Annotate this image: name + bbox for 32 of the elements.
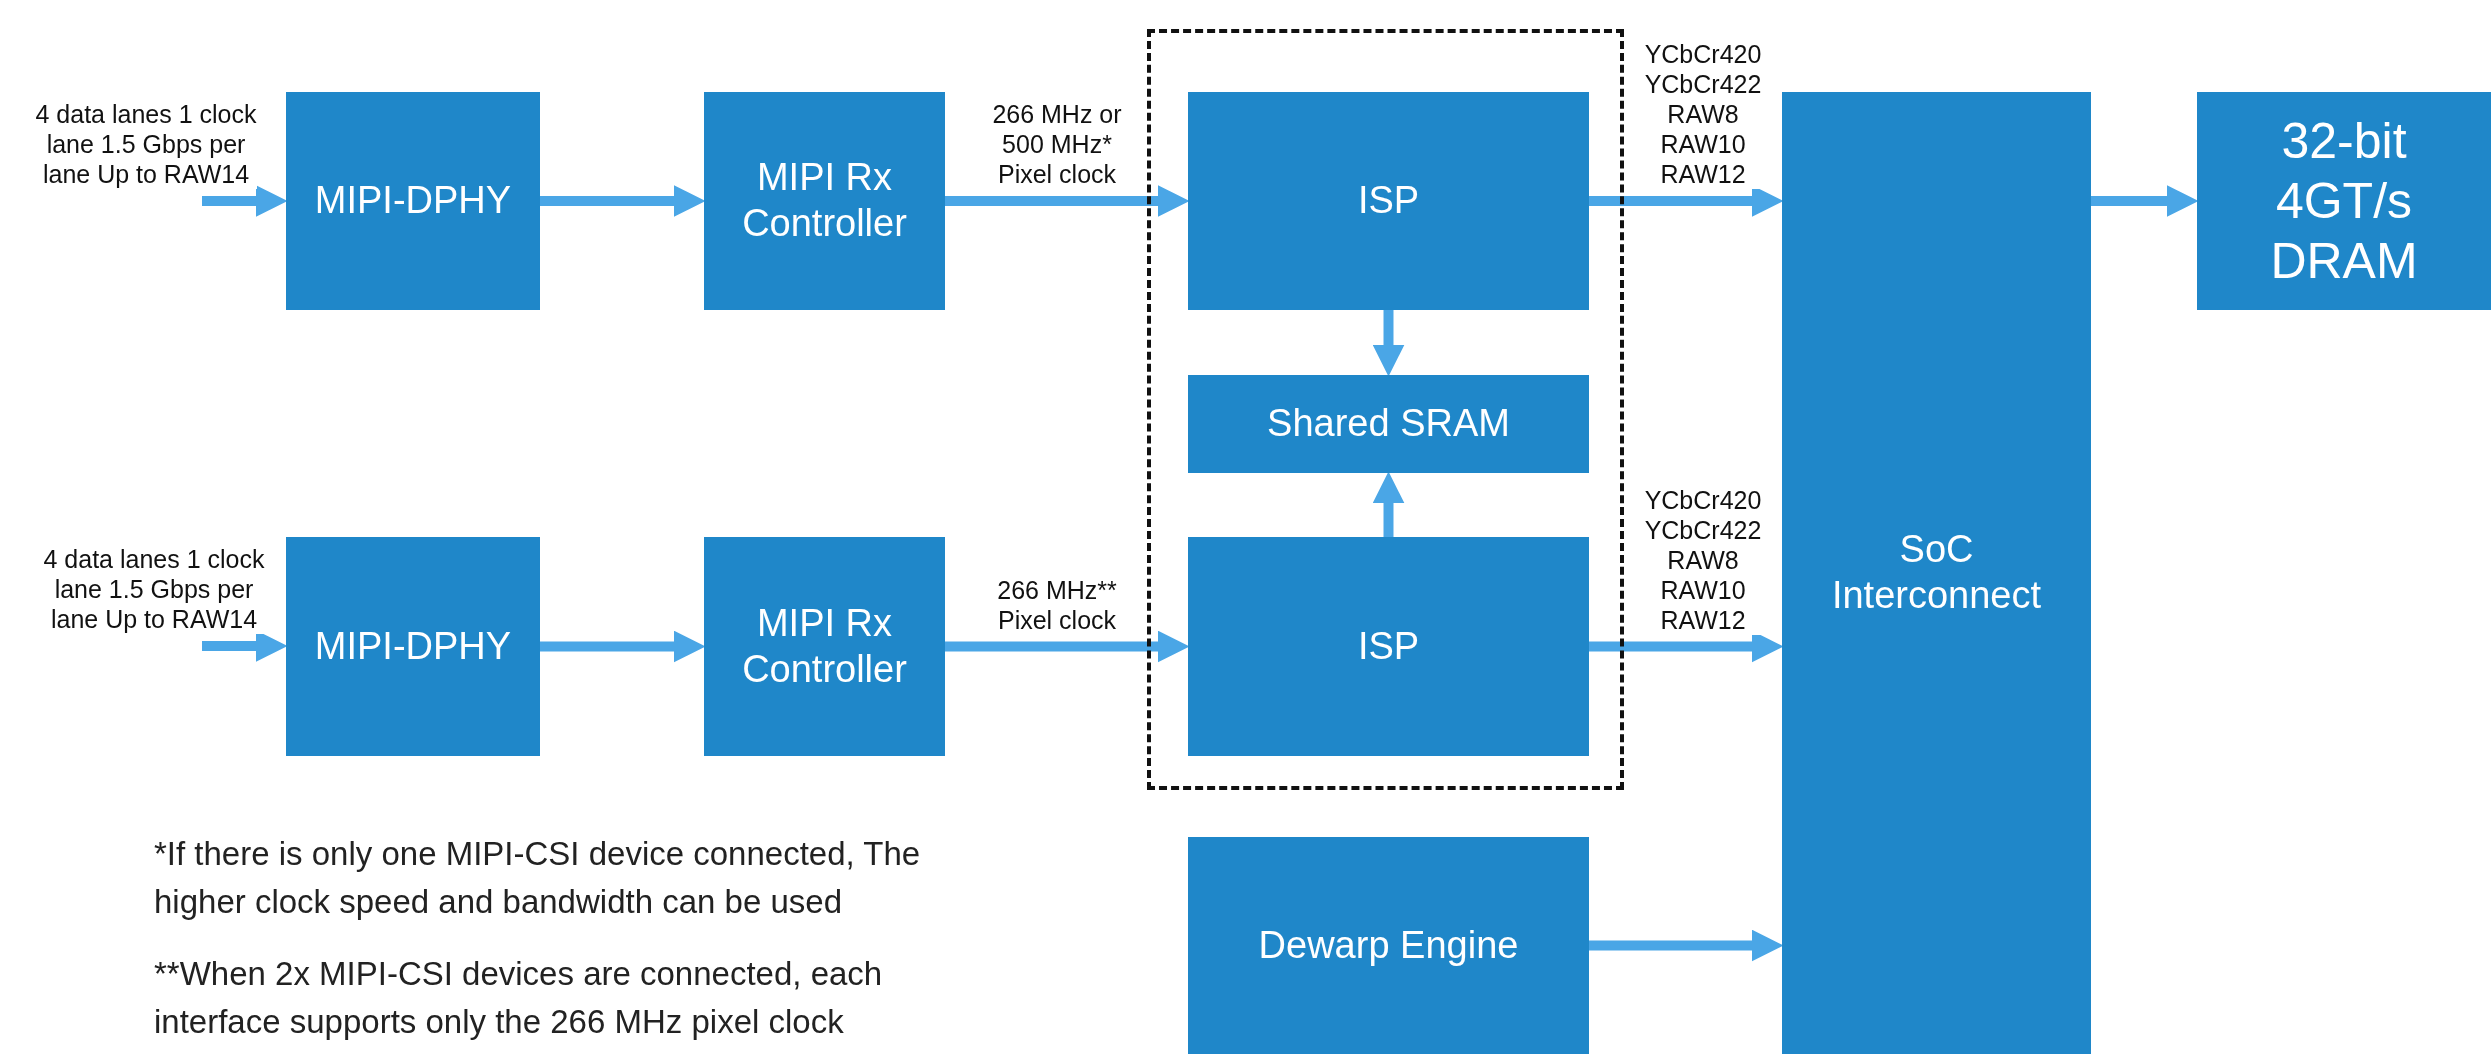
node-label: ISP (1357, 623, 1420, 669)
process-box (1188, 837, 1589, 1054)
arrow (1372, 471, 1405, 537)
footnote: *If there is only one MIPI-CSI device connected, The higher clock speed and bandwidth can be used (154, 834, 922, 922)
node-label: Shared SRAM (1267, 401, 1510, 447)
node-label: MIPI Rx Controller (741, 155, 908, 246)
process-box (1188, 537, 1589, 756)
process-box (1782, 92, 2091, 1054)
arrow (1589, 929, 1784, 962)
arrow (945, 630, 1190, 663)
process-box (1188, 92, 1589, 310)
node-label: MIPI-DPHY (314, 623, 512, 669)
arrow (945, 185, 1190, 217)
node-label: MIPI Rx Controller (741, 600, 908, 692)
node-label: 32-bit 4GT/s DRAM (2269, 112, 2419, 291)
node-label: ISP (1357, 178, 1420, 224)
node-label: MIPI-DPHY (314, 178, 512, 224)
process-box (704, 537, 945, 756)
process-box (704, 92, 945, 310)
process-box (2197, 92, 2491, 310)
process-box (1188, 375, 1589, 473)
arrow (540, 185, 706, 217)
dashed-group-box (1147, 29, 1624, 790)
process-box (286, 537, 540, 756)
node-label: Dewarp Engine (1258, 922, 1519, 968)
arrow (202, 185, 288, 217)
footnote: **When 2x MIPI-CSI devices are connected, each interface supports only the 266 MHz pixel clock (154, 954, 884, 1042)
process-box (286, 92, 540, 310)
arrow (1372, 310, 1405, 377)
arrow (540, 630, 706, 663)
arrow (2091, 185, 2199, 217)
node-label: SoC Interconnect (1830, 527, 2043, 618)
